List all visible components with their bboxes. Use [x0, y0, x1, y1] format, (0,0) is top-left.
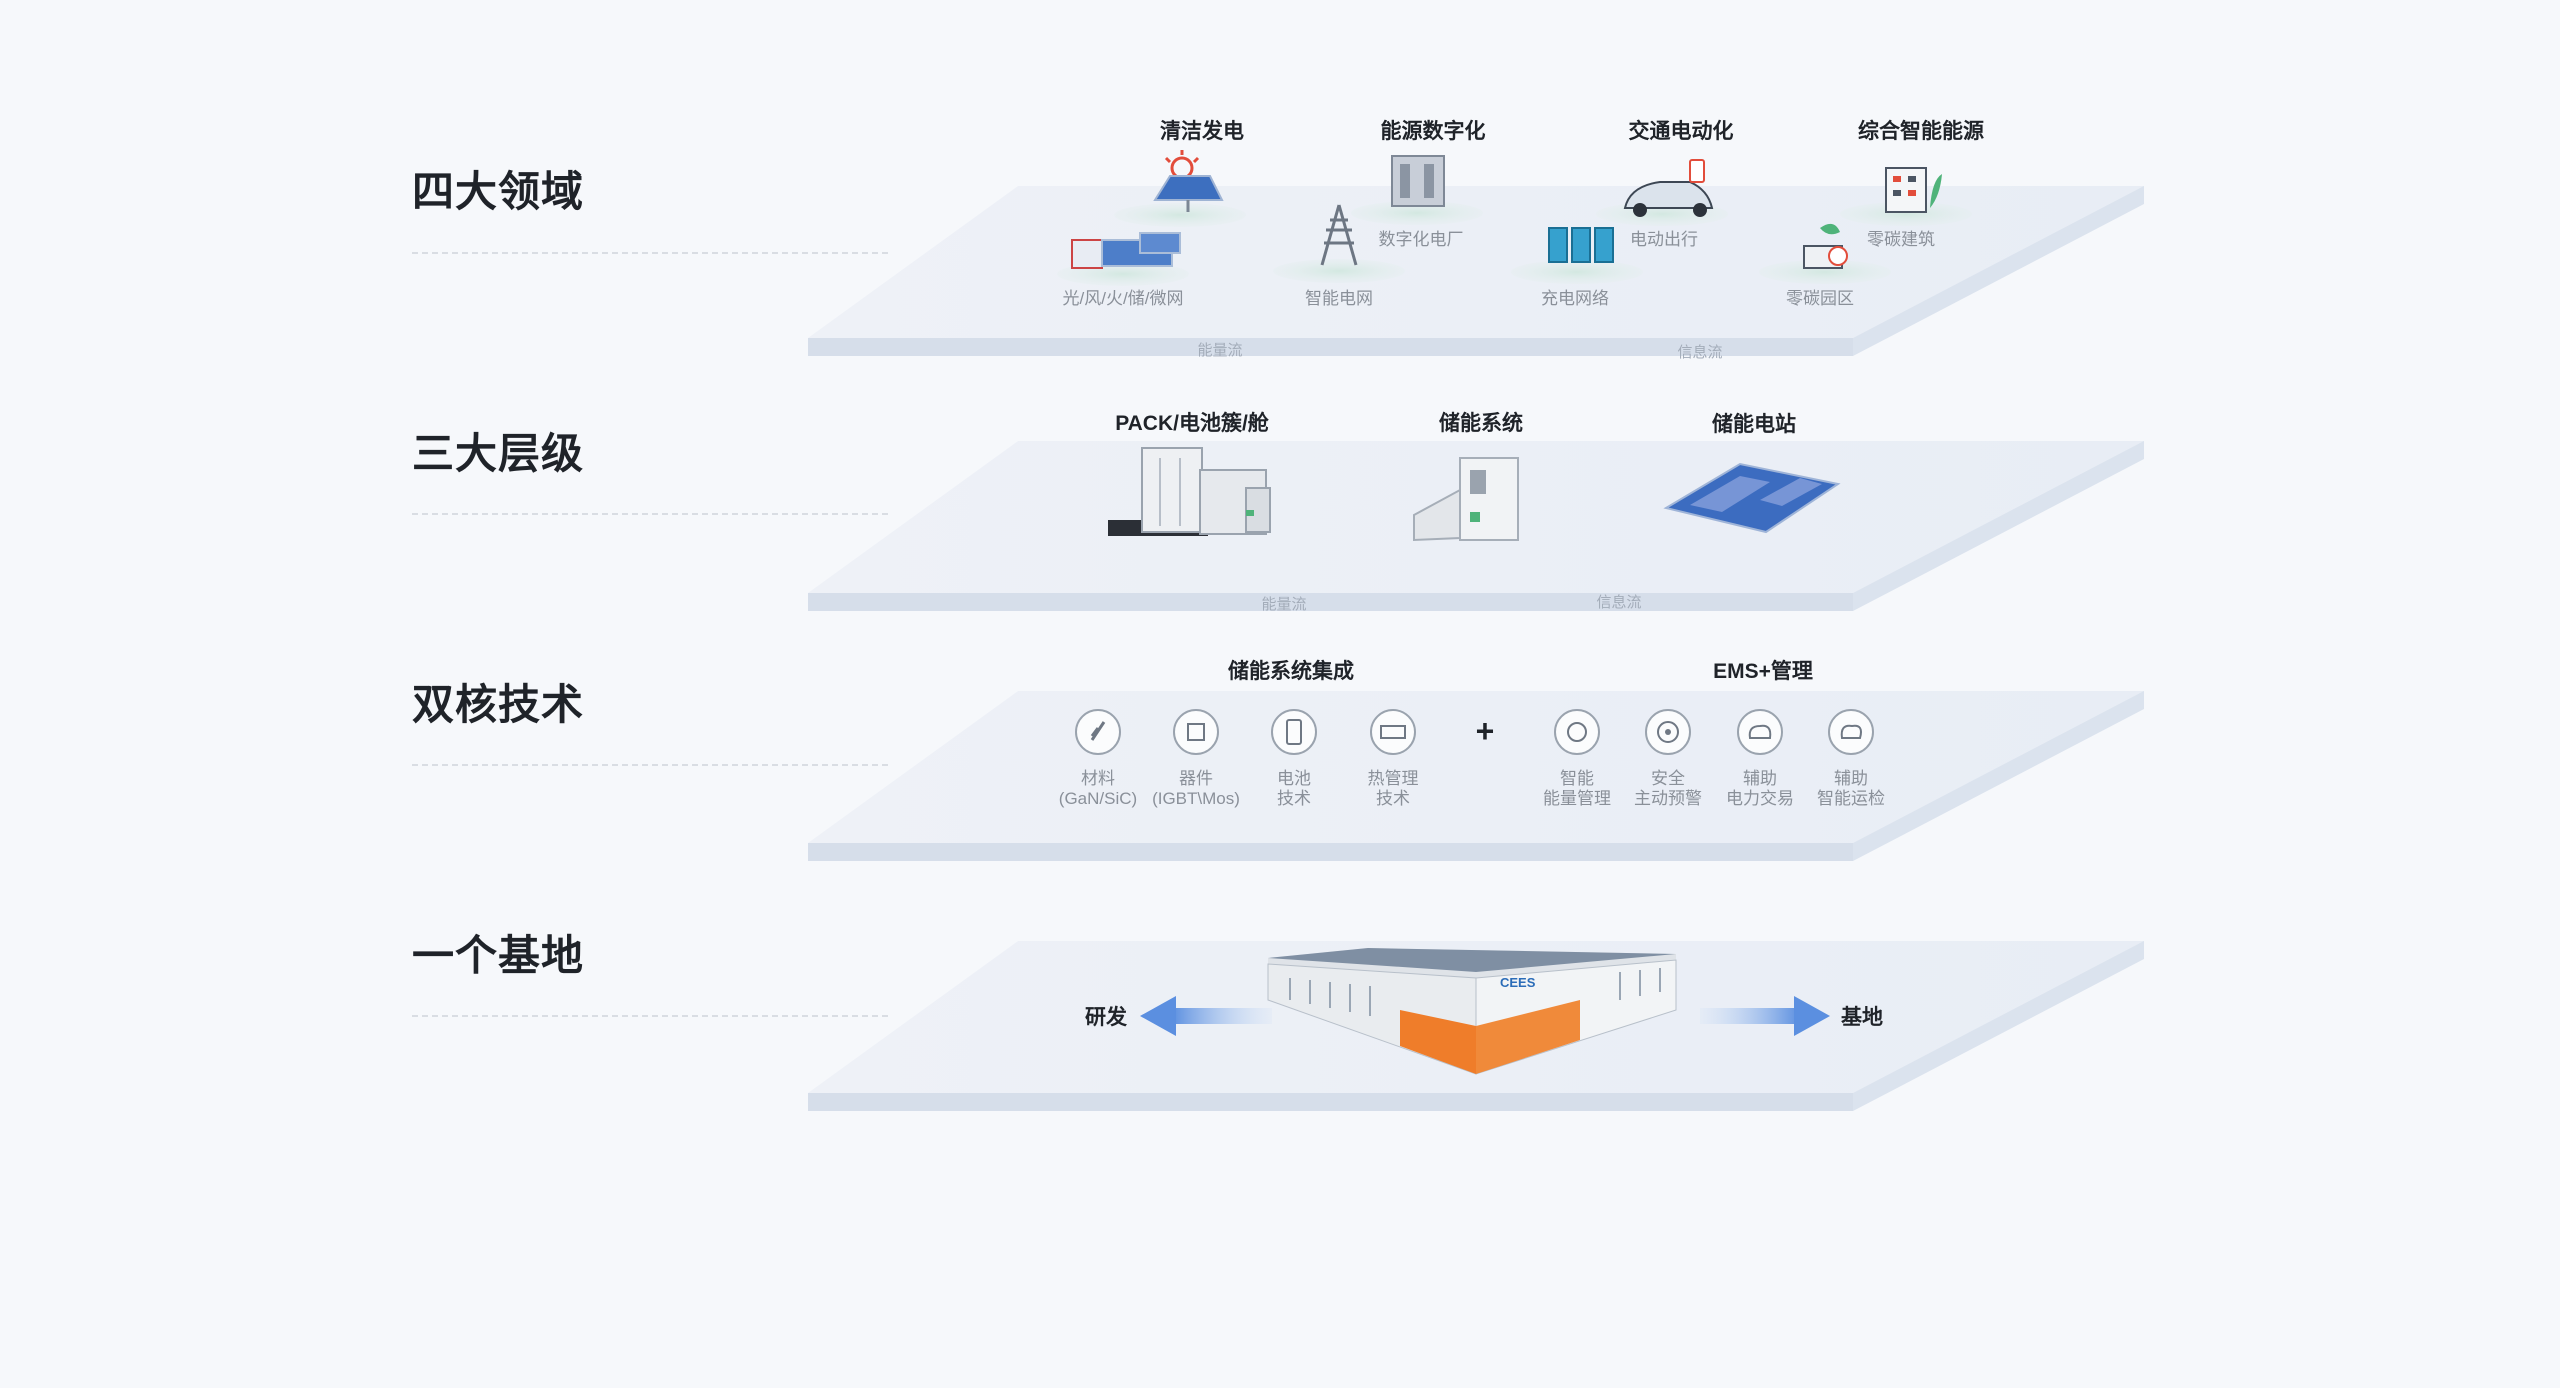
zero-carbon-building-icon	[1885, 167, 1942, 213]
tech-item-label: 器件	[1179, 769, 1213, 788]
charging-station-icon	[1548, 227, 1614, 263]
domain-header-e-mobility: 交通电动化	[1629, 119, 1734, 143]
tech-item-label: 电池	[1277, 769, 1311, 788]
factory-building-image: CEES	[1267, 948, 1677, 1075]
row-divider	[412, 513, 888, 515]
row-title-domains: 四大领域	[412, 168, 585, 215]
domain-header-clean-power: 清洁发电	[1160, 119, 1244, 143]
domain-item-digital-plant: 数字化电厂	[1379, 230, 1464, 249]
tech-item-label: 辅助	[1743, 769, 1777, 788]
base-label-rnd: 研发	[1085, 1005, 1128, 1029]
energy-management-icon	[1554, 709, 1600, 755]
electric-car-icon	[1623, 159, 1714, 217]
tech-item-label: 热管理	[1368, 769, 1419, 788]
flow-label-info: 信息流	[1677, 344, 1722, 361]
row-title-tech: 双核技术	[412, 681, 585, 728]
flow-label-energy: 能量流	[1197, 342, 1242, 359]
row-divider	[412, 252, 888, 254]
domain-header-digital-energy: 能源数字化	[1381, 119, 1486, 143]
domain-item-zero-carbon-building: 零碳建筑	[1867, 230, 1935, 249]
base-label-base: 基地	[1841, 1005, 1883, 1029]
tech-item-label: 能量管理	[1543, 789, 1611, 808]
power-trading-icon	[1737, 709, 1783, 755]
domain-header-smart-energy: 综合智能能源	[1858, 119, 1984, 143]
tech-item-label: 主动预警	[1634, 789, 1702, 808]
domain-item-charging-network: 充电网络	[1541, 289, 1609, 308]
tech-item-label: 材料	[1081, 769, 1115, 788]
battery-icon	[1271, 709, 1317, 755]
level-label-pack: PACK/电池簇/舱	[1115, 411, 1270, 435]
level-label-system: 储能系统	[1439, 411, 1523, 435]
energy-storage-cabinet-image	[1413, 457, 1519, 542]
power-station-image	[1663, 462, 1841, 534]
zero-carbon-park-icon	[1803, 223, 1848, 269]
thermal-icon	[1370, 709, 1416, 755]
tech-item-label: 辅助	[1834, 769, 1868, 788]
left-arrow-icon	[1140, 996, 1272, 1036]
tech-item-label: 智能	[1560, 769, 1594, 788]
tech-item-label: 电力交易	[1726, 789, 1794, 808]
factory-logo: CEES	[1500, 975, 1536, 990]
microgrid-icon	[1071, 232, 1181, 269]
device-icon	[1173, 709, 1219, 755]
level-label-station: 储能电站	[1712, 412, 1796, 436]
tech-group-integration: 储能系统集成	[1228, 659, 1354, 683]
solar-panel-icon	[1153, 150, 1224, 212]
safety-warning-icon	[1645, 709, 1691, 755]
battery-pack-image	[1108, 447, 1271, 536]
row-title-levels: 三大层级	[412, 430, 585, 477]
power-tower-icon	[1320, 204, 1358, 266]
tech-item-label: 智能运检	[1817, 789, 1885, 808]
row-title-base: 一个基地	[412, 932, 585, 979]
domain-item-smart-grid: 智能电网	[1305, 289, 1373, 308]
right-arrow-icon	[1700, 996, 1830, 1036]
material-icon	[1075, 709, 1121, 755]
tech-item-label: 技术	[1376, 789, 1410, 808]
domain-item-zero-carbon-park: 零碳园区	[1786, 289, 1854, 308]
tech-item-label: 技术	[1277, 789, 1311, 808]
plus-sign: +	[1476, 713, 1495, 749]
flow-label-info: 信息流	[1596, 594, 1641, 611]
domain-item-e-travel: 电动出行	[1630, 230, 1698, 249]
row-divider	[412, 764, 888, 766]
tech-item-label: 安全	[1651, 769, 1685, 788]
domain-item-microgrid: 光/风/火/储/微网	[1063, 289, 1184, 308]
row-divider	[412, 1015, 888, 1017]
power-plant-icon	[1391, 155, 1445, 207]
tech-item-label: (IGBT\Mos)	[1152, 789, 1240, 808]
tech-group-ems: EMS+管理	[1713, 659, 1813, 683]
inspection-icon	[1828, 709, 1874, 755]
flow-label-energy: 能量流	[1261, 596, 1306, 613]
tech-item-label: (GaN/SiC)	[1059, 789, 1137, 808]
